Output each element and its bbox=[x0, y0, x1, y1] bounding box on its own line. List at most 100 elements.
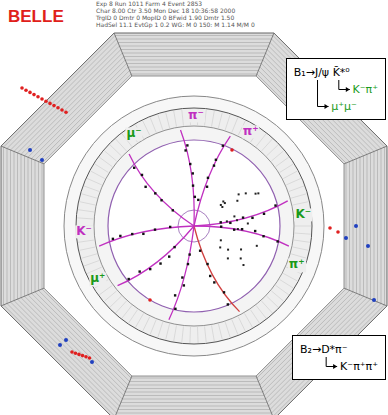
chamber-hit bbox=[241, 228, 243, 230]
klm-hit bbox=[48, 102, 52, 106]
chamber-hit bbox=[142, 233, 144, 235]
calorimeter-cell bbox=[143, 121, 150, 135]
calorimeter-cell bbox=[271, 291, 283, 301]
klm-hit bbox=[36, 95, 40, 99]
particle-track bbox=[194, 201, 288, 226]
klm-hit bbox=[336, 230, 340, 234]
calorimeter-cell bbox=[245, 313, 253, 327]
chamber-hit bbox=[213, 281, 215, 283]
klm-hit bbox=[40, 158, 44, 162]
particle-track bbox=[169, 226, 194, 320]
klm-hit bbox=[328, 226, 332, 230]
klm-hit bbox=[90, 360, 94, 364]
arrow-head bbox=[333, 364, 337, 369]
calorimeter-cell bbox=[80, 202, 96, 205]
calorimeter-cell bbox=[276, 285, 289, 294]
chamber-hit bbox=[128, 278, 130, 280]
muon-detector bbox=[1, 33, 387, 415]
chamber-hit bbox=[233, 215, 235, 217]
solenoid bbox=[64, 96, 324, 356]
calorimeter-cell bbox=[116, 139, 127, 151]
klm-hit bbox=[230, 148, 234, 152]
calorimeter-cell bbox=[99, 285, 112, 294]
calorimeter-cell bbox=[294, 240, 310, 242]
chamber-hit bbox=[206, 186, 208, 188]
particle-track bbox=[99, 226, 194, 246]
calorimeter-cell bbox=[84, 186, 99, 191]
klm-hit bbox=[81, 354, 85, 358]
calorimeter-cell bbox=[291, 254, 306, 258]
chamber-hit bbox=[233, 228, 235, 230]
chamber-hit bbox=[141, 174, 143, 176]
calorimeter-cell bbox=[293, 202, 309, 205]
daughter-particles: K⁻π⁺π⁺ bbox=[340, 360, 378, 373]
particle-label: K⁻ bbox=[75, 225, 93, 238]
calorimeter-cell bbox=[262, 301, 273, 313]
decay-row: μ⁺μ⁻ bbox=[294, 97, 378, 114]
klm-hit bbox=[58, 343, 62, 347]
chamber-hit bbox=[169, 226, 171, 228]
calorimeter-cell bbox=[295, 226, 311, 227]
run-info: Char 8.00 Ctr 3.50 Mon Dec 18 10:36:58 2… bbox=[96, 8, 235, 15]
calorimeter-cell bbox=[182, 326, 184, 342]
klm-hit bbox=[77, 353, 81, 357]
particle-track bbox=[194, 136, 230, 226]
calorimeter-cell bbox=[104, 151, 116, 161]
sector-divider bbox=[256, 33, 274, 76]
particle-track bbox=[129, 154, 194, 226]
particle-label: π⁺ bbox=[288, 259, 306, 272]
chamber-hit bbox=[227, 257, 229, 259]
calorimeter-cell bbox=[78, 240, 94, 242]
sector-divider bbox=[344, 146, 387, 164]
calorimeter-cell bbox=[267, 145, 279, 156]
calorimeter-cell bbox=[158, 322, 163, 337]
decay-row: K⁻π⁺π⁺ bbox=[300, 357, 378, 374]
calorimeter-cell bbox=[129, 310, 138, 323]
calorimeter-cell bbox=[291, 194, 306, 198]
calorimeter-cell bbox=[267, 296, 279, 307]
decay-row: B₁→J/ψ K̄*⁰ bbox=[294, 63, 378, 80]
klm-inner-edge bbox=[44, 76, 344, 376]
calorimeter-cell bbox=[289, 186, 304, 191]
calorimeter-cell bbox=[232, 320, 238, 335]
chamber-hit bbox=[263, 213, 265, 215]
chamber-hit bbox=[172, 209, 174, 211]
chamber-hit bbox=[189, 163, 191, 165]
decay-line bbox=[326, 357, 337, 367]
daughter-particles: K⁻π⁺ bbox=[353, 83, 378, 96]
chamber-hit bbox=[255, 193, 257, 195]
particle-label: π⁺ bbox=[242, 125, 260, 138]
klm-hit bbox=[56, 106, 60, 110]
calorimeter-cell bbox=[78, 210, 94, 212]
particle-label: μ⁻ bbox=[125, 127, 142, 140]
chamber-hit bbox=[186, 144, 188, 146]
calorimeter-cell bbox=[197, 327, 199, 343]
chamber-hit bbox=[227, 303, 229, 305]
chamber-hit bbox=[194, 196, 196, 198]
klm-hit bbox=[148, 298, 152, 302]
calorimeter-cell bbox=[280, 280, 294, 288]
klm-hit bbox=[64, 338, 68, 342]
chamber-hit bbox=[213, 164, 215, 166]
chamber-hit bbox=[222, 200, 224, 202]
calorimeter-cell bbox=[238, 317, 245, 331]
calorimeter-cell bbox=[256, 306, 266, 319]
calorimeter-cell bbox=[104, 291, 116, 301]
chamber-hit bbox=[227, 249, 229, 251]
klm-hit bbox=[28, 148, 32, 152]
chamber-hit bbox=[276, 240, 278, 242]
calorimeter-cell bbox=[286, 178, 301, 185]
chamber-hit bbox=[187, 263, 189, 265]
chamber-hit bbox=[219, 246, 221, 248]
calorimeter-cell bbox=[110, 296, 122, 307]
calorimeter-cell bbox=[82, 194, 97, 198]
chamber-hit bbox=[254, 230, 256, 232]
klm-hit bbox=[32, 93, 36, 97]
calorimeter-cell bbox=[293, 247, 309, 250]
calorimeter-cell bbox=[232, 118, 238, 133]
chamber-hit bbox=[221, 206, 223, 208]
chamber-hit bbox=[199, 250, 201, 252]
chamber-hit bbox=[209, 275, 211, 277]
calorimeter bbox=[76, 108, 312, 344]
